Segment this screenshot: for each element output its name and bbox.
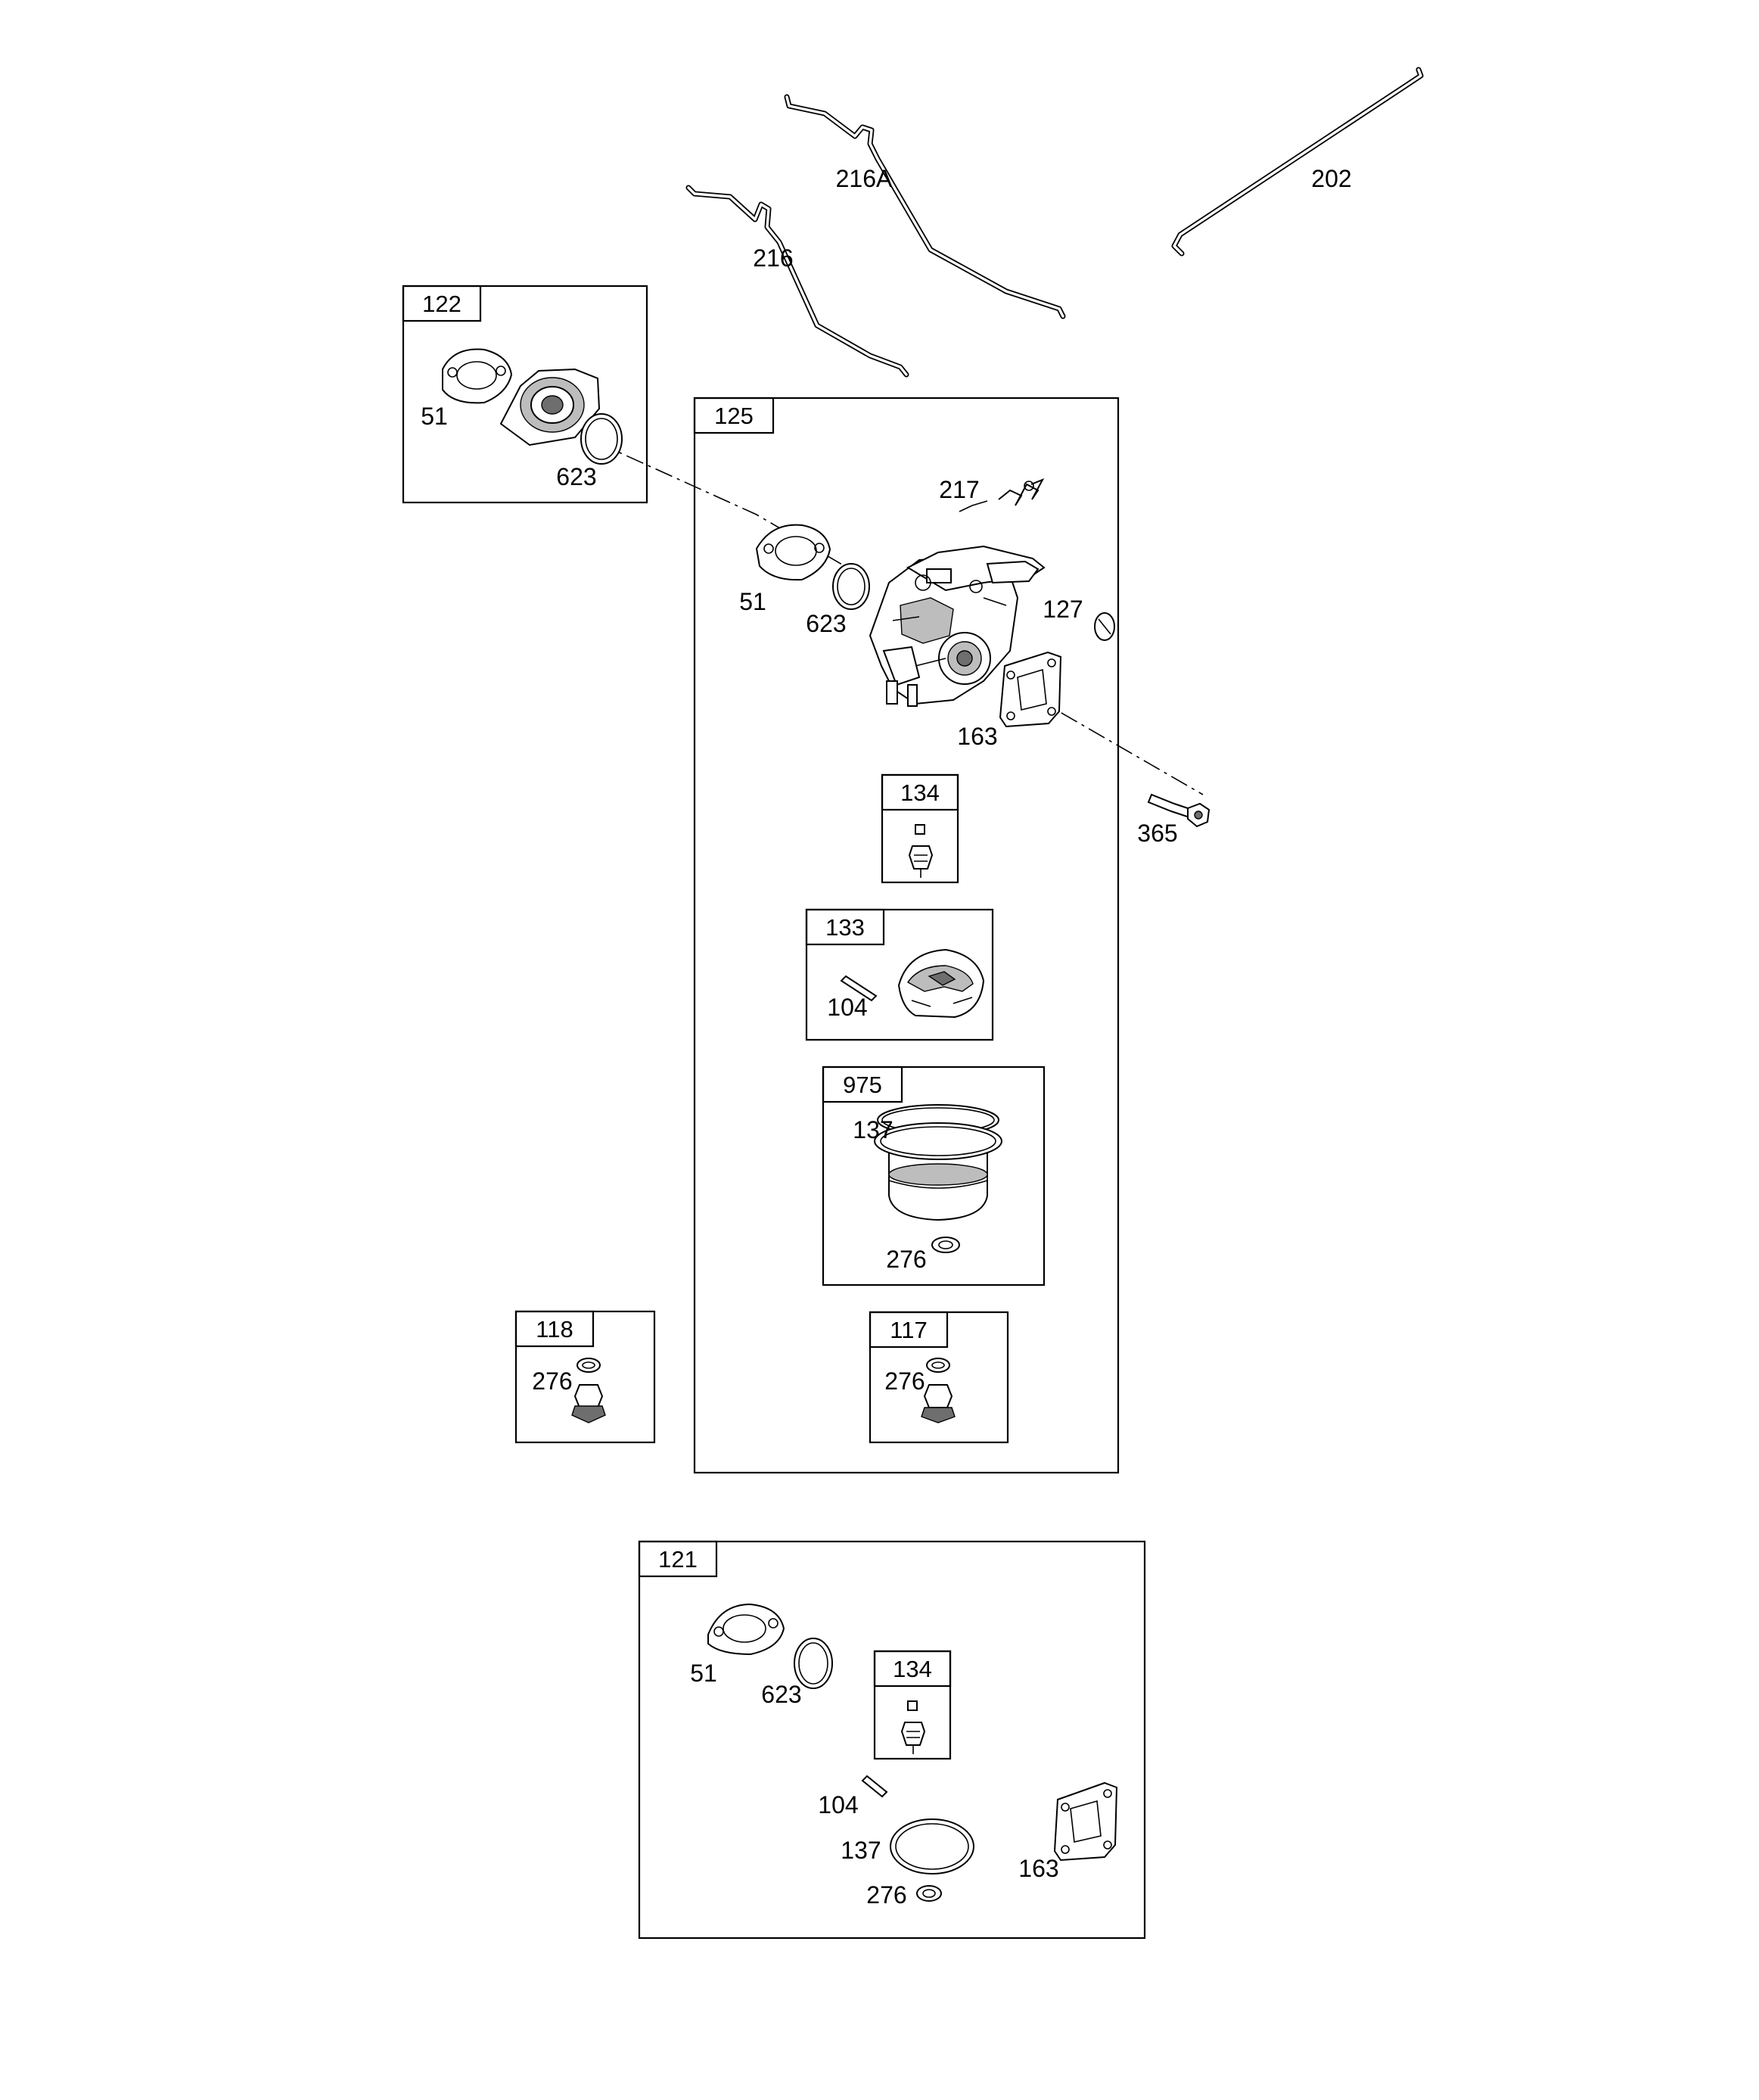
label-623-121: 623 xyxy=(761,1681,801,1708)
label-276-975: 276 xyxy=(886,1246,926,1273)
kit-118 xyxy=(514,1310,656,1444)
kit-133 xyxy=(805,908,994,1041)
gasket-163 xyxy=(999,651,1062,728)
box-122-label: 122 xyxy=(422,291,462,317)
box-121-label: 121 xyxy=(658,1546,698,1573)
rod-216A xyxy=(784,94,1066,319)
label-137-121: 137 xyxy=(841,1837,881,1864)
box-125-label: 125 xyxy=(714,403,754,429)
label-216: 216 xyxy=(753,244,793,272)
kit-121 xyxy=(638,1540,1146,1940)
label-202: 202 xyxy=(1311,165,1351,192)
box-117-label: 117 xyxy=(890,1317,927,1343)
label-104-121: 104 xyxy=(818,1791,858,1818)
kit-122 xyxy=(402,285,648,504)
plug-127 xyxy=(1094,612,1115,641)
kit-134-in-121 xyxy=(873,1650,952,1760)
gasket-51 xyxy=(755,524,831,581)
label-217: 217 xyxy=(939,476,979,503)
label-276-118: 276 xyxy=(532,1367,572,1395)
box-134b-label: 134 xyxy=(893,1656,932,1682)
box-118-label: 118 xyxy=(536,1316,573,1342)
label-163-121: 163 xyxy=(1018,1855,1058,1882)
kit-125 xyxy=(693,397,1120,1474)
label-365: 365 xyxy=(1137,820,1177,847)
label-51-125: 51 xyxy=(739,588,766,615)
label-163-125: 163 xyxy=(957,723,997,750)
label-137-975: 137 xyxy=(853,1116,893,1143)
kit-975 xyxy=(822,1066,1046,1286)
label-51-122: 51 xyxy=(421,403,448,430)
label-127: 127 xyxy=(1043,596,1083,623)
rod-216 xyxy=(685,185,909,378)
label-104-133: 104 xyxy=(827,994,867,1021)
box-134-label: 134 xyxy=(900,779,940,806)
bolt-365 xyxy=(1147,793,1210,828)
kit-134 xyxy=(881,773,959,884)
label-276-117: 276 xyxy=(884,1367,925,1395)
spring-217 xyxy=(959,478,1045,512)
label-216A: 216A xyxy=(836,165,893,192)
label-51-121: 51 xyxy=(690,1660,717,1687)
carburetor xyxy=(869,545,1046,707)
label-623-122: 623 xyxy=(556,463,596,490)
o-ring-623 xyxy=(832,563,870,610)
box-133-label: 133 xyxy=(825,914,865,941)
kit-117 xyxy=(869,1311,1009,1444)
box-975-label: 975 xyxy=(843,1072,882,1098)
label-623-125: 623 xyxy=(806,610,846,637)
rod-202 xyxy=(1171,67,1424,257)
label-276-121: 276 xyxy=(866,1881,906,1909)
